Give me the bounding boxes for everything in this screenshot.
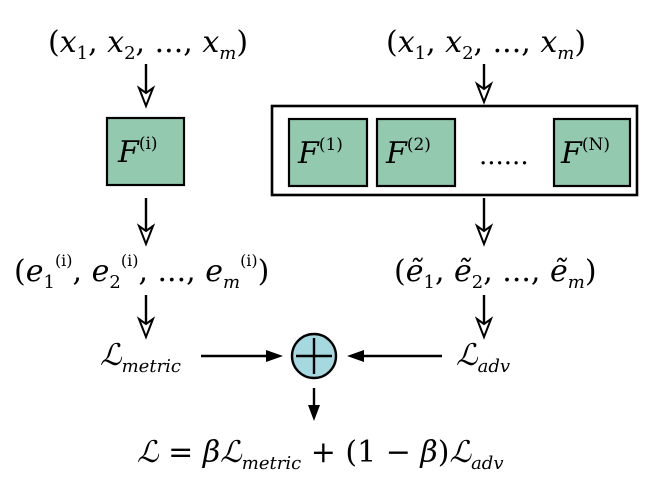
arrow-metric-to-plus	[201, 350, 283, 362]
total-loss-equation: ℒ = βℒmetric + (1 − β)ℒadv	[137, 435, 504, 474]
svg-text:F(1): F(1)	[297, 135, 343, 171]
arrow-embeddings-to-adv-loss	[474, 295, 494, 340]
arrow-plus-to-total	[308, 388, 320, 421]
svg-text:F(i): F(i)	[117, 134, 158, 170]
arrow-ensemble-to-embeddings-right	[474, 198, 494, 247]
arrow-model-to-embeddings-left	[136, 198, 156, 247]
plus-symbol: +	[0, 0, 1, 1]
arrow-input-to-ensemble-right	[474, 64, 494, 105]
left-embeddings-tuple: (e1(i), e2(i), ..., em(i))	[14, 251, 269, 293]
model-box-f-1: F(1)	[287, 117, 369, 188]
right-input-tuple: (x1, x2, ..., xm)	[386, 25, 586, 64]
models-ellipsis: ......	[479, 141, 529, 171]
metric-loss-label: ℒmetric	[100, 338, 181, 377]
svg-text:F(2): F(2)	[385, 135, 431, 171]
adv-loss-label: ℒadv	[456, 338, 510, 377]
arrow-adv-to-plus	[347, 350, 442, 362]
arrow-embeddings-to-metric-loss	[136, 295, 156, 340]
svg-text:F(N): F(N)	[560, 135, 610, 171]
right-embeddings-tuple: (ẽ1, ẽ2, ..., ẽm)	[394, 254, 597, 293]
model-box-f-n: F(N)	[552, 117, 632, 188]
model-box-f-i: F(i)	[105, 116, 186, 187]
arrow-input-to-model-left	[136, 64, 156, 109]
model-box-f-2: F(2)	[375, 117, 457, 188]
plus-circle: +	[0, 0, 338, 380]
left-input-tuple: (x1, x2, ..., xm)	[48, 25, 248, 64]
